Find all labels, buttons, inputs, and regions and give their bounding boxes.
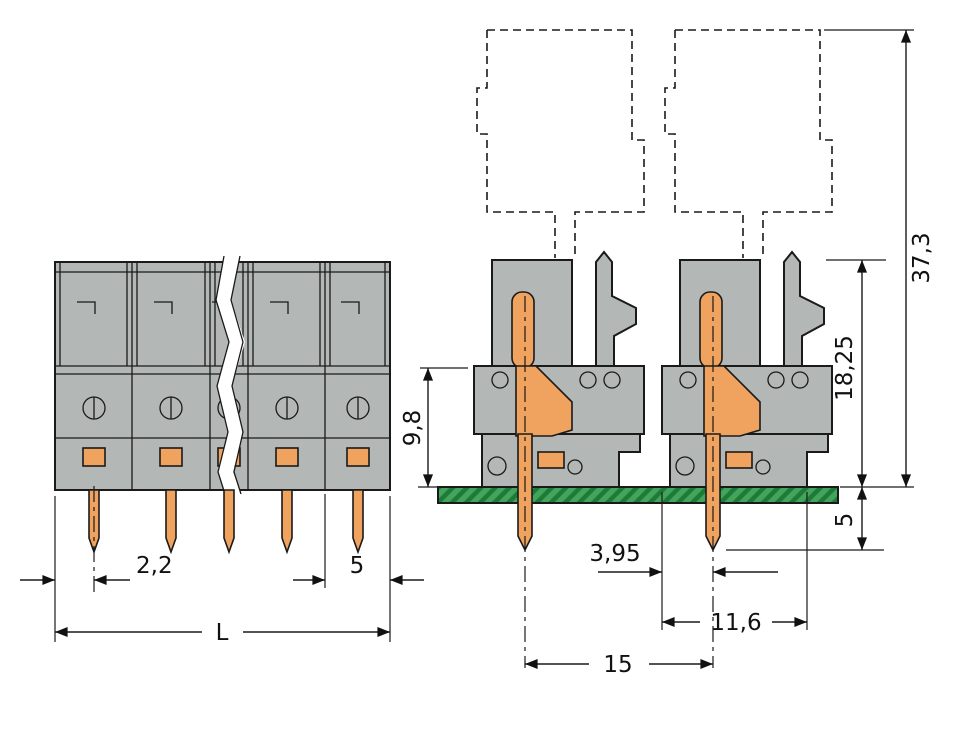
dimensions: 2,2 5 L 9,8 37,3 [20,29,935,678]
dim-label-total-length: L [216,620,229,646]
dim-label-edge-to-pin: 2,2 [136,553,173,579]
contact-window [537,451,565,469]
dim-label-pole-spacing: 15 [603,652,632,678]
base-hole [487,456,507,476]
contact-arm [515,365,573,437]
dim-pole-spacing: 15 [525,652,713,678]
dim-label-body-above-board: 9,8 [400,410,426,447]
mating-connector-dashed-outline [476,29,645,258]
dim-body-depth: 11,6 [662,492,808,636]
break-line [215,255,245,495]
latch-hook [595,250,637,367]
dim-label-body-depth: 11,6 [710,610,761,636]
dim-label-pin-below-board: 5 [832,513,858,528]
dim-label-total-height: 37,3 [909,232,935,283]
dim-label-pitch: 5 [350,553,365,579]
dim-edge-to-pin: 2,2 [20,553,173,586]
side-view-unit-1 [473,29,645,668]
pcb-board [437,486,839,504]
dim-label-height-above-board: 18,25 [832,335,858,401]
flange-hole [603,371,621,389]
dim-total-height: 37,3 [824,29,935,488]
solder-pins [88,489,364,555]
dim-body-above-board: 9,8 [400,367,468,488]
dim-pitch: 5 [293,553,424,586]
flange-hole [579,371,597,389]
dim-total-length: L [55,620,390,646]
base-hole [567,459,583,475]
dim-label-front-to-pin: 3,95 [589,541,640,567]
flange-hole [491,371,509,389]
dim-pin-below-board: 5 [726,487,884,551]
spring-contact [511,291,535,369]
dim-height-above-board: 18,25 [826,259,886,487]
dim-front-to-pin: 3,95 [589,492,778,630]
front-view [54,255,391,592]
